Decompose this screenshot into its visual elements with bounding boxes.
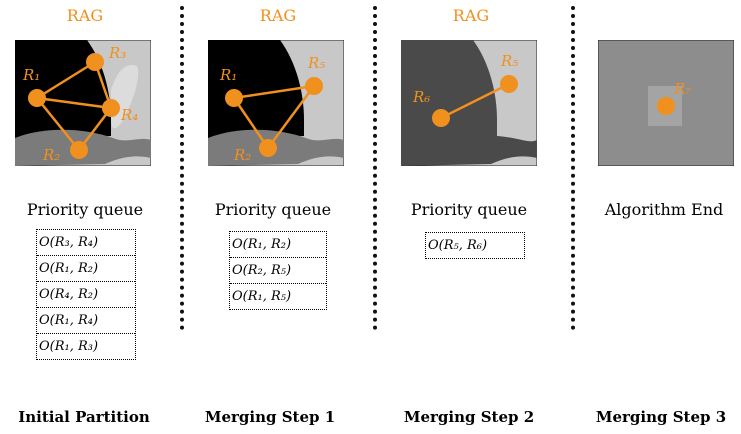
label-r5: R₅ — [307, 54, 325, 72]
rag-image-step1: R₁ R₅ R₂ — [208, 40, 344, 166]
algorithm-end-label: Algorithm End — [604, 200, 724, 219]
queue-item: O(R₂, R₅) — [230, 258, 326, 284]
divider-3 — [571, 6, 575, 330]
queue-item: O(R₁, R₄) — [37, 308, 135, 334]
label-r4: R₄ — [120, 106, 138, 124]
step-label-1: Merging Step 1 — [204, 408, 336, 426]
rag-image-step3: R₇ — [598, 40, 734, 166]
label-r7: R₇ — [673, 80, 691, 98]
label-r6: R₆ — [412, 88, 430, 106]
queue-title-2: Priority queue — [410, 200, 528, 219]
queue-item: O(R₁, R₅) — [232, 289, 292, 304]
queue-item: O(R₅, R₆) — [428, 238, 488, 253]
label-r2: R₂ — [233, 146, 251, 164]
label-r1: R₁ — [22, 66, 40, 84]
node-r2 — [70, 141, 88, 159]
rag-title-1: RAG — [259, 6, 297, 25]
queue-item: O(R₁, R₃) — [39, 339, 99, 354]
node-r6 — [432, 109, 450, 127]
queue-item: O(R₃, R₄) — [37, 230, 135, 256]
step-label-2: Merging Step 2 — [403, 408, 535, 426]
node-r5 — [305, 77, 323, 95]
priority-queue-2: O(R₅, R₆) — [425, 232, 525, 259]
step-label-3: Merging Step 3 — [595, 408, 727, 426]
priority-queue-0: O(R₃, R₄) O(R₁, R₂) O(R₄, R₂) O(R₁, R₄) … — [36, 229, 136, 360]
queue-item: O(R₄, R₂) — [37, 282, 135, 308]
node-r1 — [28, 89, 46, 107]
label-r2: R₂ — [42, 146, 60, 164]
queue-item: O(R₁, R₂) — [230, 232, 326, 258]
label-r5: R₅ — [500, 52, 518, 70]
node-r3 — [86, 53, 104, 71]
divider-2 — [373, 6, 377, 330]
node-r5 — [500, 75, 518, 93]
rag-title-2: RAG — [452, 6, 490, 25]
step-label-0: Initial Partition — [18, 408, 150, 426]
queue-title-1: Priority queue — [214, 200, 332, 219]
node-r2 — [259, 139, 277, 157]
rag-title-0: RAG — [66, 6, 104, 25]
divider-1 — [180, 6, 184, 330]
queue-item: O(R₁, R₂) — [37, 256, 135, 282]
node-r4 — [102, 99, 120, 117]
rag-image-step2: R₆ R₅ — [401, 40, 537, 166]
label-r1: R₁ — [219, 66, 237, 84]
priority-queue-1: O(R₁, R₂) O(R₂, R₅) O(R₁, R₅) — [229, 231, 327, 310]
label-r3: R₃ — [108, 44, 126, 62]
node-r7 — [657, 97, 675, 115]
queue-title-0: Priority queue — [26, 200, 144, 219]
node-r1 — [225, 89, 243, 107]
rag-image-initial: R₁ R₃ R₄ R₂ — [15, 40, 151, 166]
